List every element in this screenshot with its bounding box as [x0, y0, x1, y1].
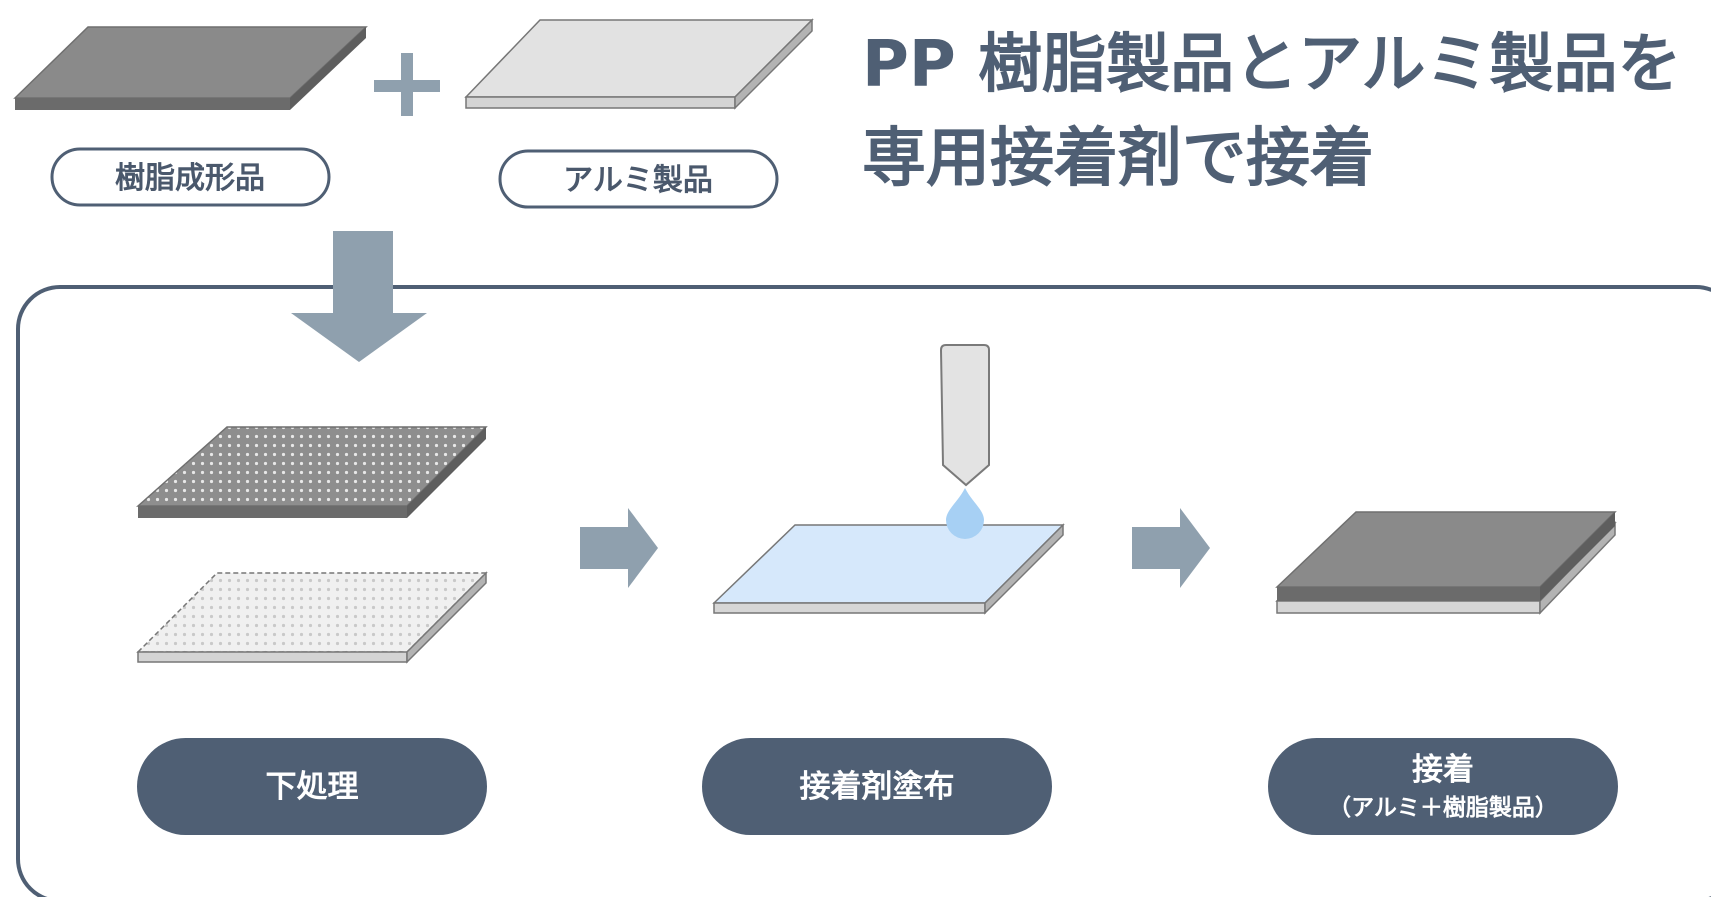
step-label: 接着剤塗布 [800, 769, 955, 805]
bonded-plates-icon [1275, 511, 1617, 615]
aluminum-label: アルミ製品 [563, 163, 713, 198]
right-arrow-icon-1 [580, 508, 658, 588]
pretreated-resin-plate-icon [136, 426, 488, 518]
step-pill-bonding: 接着 （アルミ＋樹脂製品） [1268, 738, 1618, 835]
title-line2: 専用接着剤で接着 [862, 122, 1374, 196]
step-label: 下処理 [266, 769, 359, 805]
aluminum-plate-icon [464, 18, 814, 110]
right-arrow-icon-2 [1132, 508, 1210, 588]
plus-icon [374, 53, 440, 116]
resin-label: 樹脂成形品 [115, 161, 265, 196]
pretreated-aluminum-plate-icon [136, 571, 488, 664]
dispenser-nozzle-icon [939, 344, 990, 487]
step-pill-pretreatment: 下処理 [137, 738, 487, 835]
down-arrow-icon [291, 231, 427, 362]
adhesive-coated-plate-icon [712, 523, 1065, 615]
adhesive-drop-icon [946, 488, 984, 539]
step-label: 接着 [1412, 752, 1474, 788]
step-pill-adhesive: 接着剤塗布 [702, 738, 1052, 835]
title-line1: PP 樹脂製品とアルミ製品を [862, 28, 1681, 102]
resin-plate-icon [13, 26, 368, 110]
resin-label-pill: 樹脂成形品 [50, 147, 331, 207]
aluminum-label-pill: アルミ製品 [498, 149, 779, 209]
step-sublabel: （アルミ＋樹脂製品） [1328, 794, 1558, 821]
